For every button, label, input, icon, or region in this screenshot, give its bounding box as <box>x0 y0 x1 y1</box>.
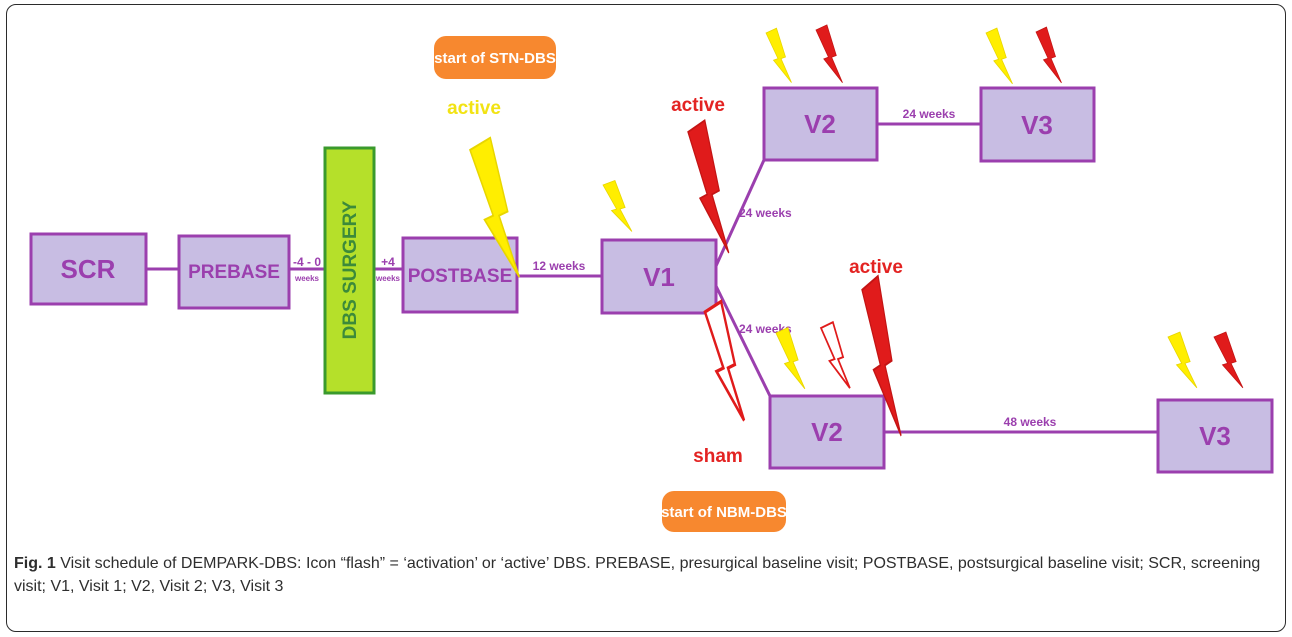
edge-label-post-surgery-unit: weeks <box>375 274 401 283</box>
callout-start-stn: start of STN-DBS <box>434 36 556 79</box>
edge-label-post-surgery: +4 <box>381 255 395 269</box>
node-scr-label: SCR <box>61 254 116 284</box>
node-v3-top-label: V3 <box>1021 110 1053 140</box>
lightning-bolt-icon <box>602 180 633 232</box>
node-v2-bottom: V2 <box>768 394 886 470</box>
node-v3-bottom: V3 <box>1156 398 1274 474</box>
edge-v1-v2-top <box>714 159 766 267</box>
visit-schedule-diagram: SCR PREBASE DBS SURGERY POSTBASE V1 V2 V… <box>29 24 1274 532</box>
lightning-bolt-icon <box>775 327 806 390</box>
node-v2-top: V2 <box>762 86 879 162</box>
lightning-bolt-icon <box>1035 26 1062 84</box>
node-surgery-label: DBS SURGERY <box>340 200 361 339</box>
node-v2-top-label: V2 <box>804 109 836 139</box>
node-v1-label: V1 <box>643 262 675 292</box>
figure-caption-text: Visit schedule of DEMPARK-DBS: Icon “fla… <box>14 555 1261 595</box>
node-scr: SCR <box>29 232 148 306</box>
node-surgery: DBS SURGERY <box>323 146 376 395</box>
edge-label-postbase-v1: 12 weeks <box>533 259 586 273</box>
edge-label-v1-v2-top: 24 weeks <box>739 206 792 220</box>
node-prebase: PREBASE <box>177 234 291 310</box>
node-v2-bottom-label: V2 <box>811 417 843 447</box>
lightning-bolt-icon <box>985 27 1013 85</box>
annotation-active-red-bottom: active <box>849 257 903 278</box>
callout-start-stn-label: start of STN-DBS <box>434 50 556 67</box>
callout-start-nbm-label: start of NBM-DBS <box>661 504 787 521</box>
annotation-sham: sham <box>693 446 743 467</box>
outlined-lightning-bolt-icon <box>703 299 746 423</box>
node-postbase: POSTBASE <box>401 236 519 314</box>
node-v1: V1 <box>600 238 718 315</box>
lightning-bolt-icon <box>1213 331 1244 389</box>
lightning-bolt-icon <box>815 24 843 84</box>
lightning-bolt-icon <box>687 119 730 254</box>
node-v3-top: V3 <box>979 86 1096 163</box>
edge-v1-v2-bottom <box>714 285 772 397</box>
edge-label-pre-surgery-unit: weeks <box>294 274 320 283</box>
figure-number: Fig. 1 <box>14 555 56 572</box>
edges <box>146 122 1158 434</box>
edge-label-pre-surgery: -4 - 0 <box>293 255 321 269</box>
edge-label-v2-v3-top: 24 weeks <box>903 107 956 121</box>
node-prebase-label: PREBASE <box>188 262 280 283</box>
node-v3-bottom-label: V3 <box>1199 421 1231 451</box>
outlined-lightning-bolt-icon <box>820 321 851 390</box>
figure-frame <box>6 4 1286 632</box>
edge-label-v2-v3-bottom: 48 weeks <box>1004 415 1057 429</box>
annotation-active-red-top: active <box>671 95 725 116</box>
lightning-bolt-icon <box>1167 331 1198 389</box>
callout-start-nbm: start of NBM-DBS <box>661 491 787 532</box>
node-postbase-label: POSTBASE <box>408 266 513 287</box>
figure-caption: Fig. 1 Visit schedule of DEMPARK-DBS: Ic… <box>14 552 1274 598</box>
lightning-bolt-icon <box>765 27 792 83</box>
annotation-active-yellow: active <box>447 98 501 119</box>
